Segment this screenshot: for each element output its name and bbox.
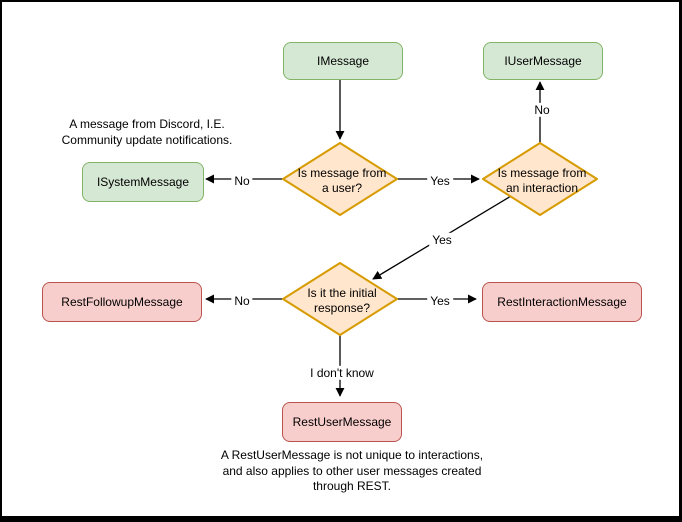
decision-label-from-interaction: Is message from an interaction xyxy=(497,166,587,195)
decision-label-initial-response: Is it the initial response? xyxy=(307,286,377,315)
edge-label-no-followup: No xyxy=(231,293,253,309)
edge-label-yes-diagonal: Yes xyxy=(429,232,455,248)
node-iusermessage: IUserMessage xyxy=(483,42,603,80)
decision-diamond-initial-response xyxy=(282,262,398,336)
node-isystemmessage: ISystemMessage xyxy=(82,162,204,202)
annotation-restusermessage-note: A RestUserMessage is not unique to inter… xyxy=(220,448,484,494)
decision-label-from-user: Is message from a user? xyxy=(297,166,387,195)
edge-label-no-system: No xyxy=(231,173,253,189)
edge-label-yes-interaction: Yes xyxy=(427,173,453,189)
decision-diamond-from-user xyxy=(282,142,398,216)
node-imessage: IMessage xyxy=(283,42,403,80)
edge-label-yes-restinteraction: Yes xyxy=(427,293,453,309)
edge-label-i-dont-know: I don't know xyxy=(307,365,377,381)
node-restfollowupmessage: RestFollowupMessage xyxy=(42,282,202,322)
node-restusermessage: RestUserMessage xyxy=(282,402,402,442)
edge-label-no-usermessage: No xyxy=(531,102,553,118)
annotation-system-message-note: A message from Discord, I.E. Community u… xyxy=(61,117,233,147)
node-restinteractionmessage: RestInteractionMessage xyxy=(482,282,642,322)
decision-diamond-from-interaction xyxy=(482,142,598,216)
